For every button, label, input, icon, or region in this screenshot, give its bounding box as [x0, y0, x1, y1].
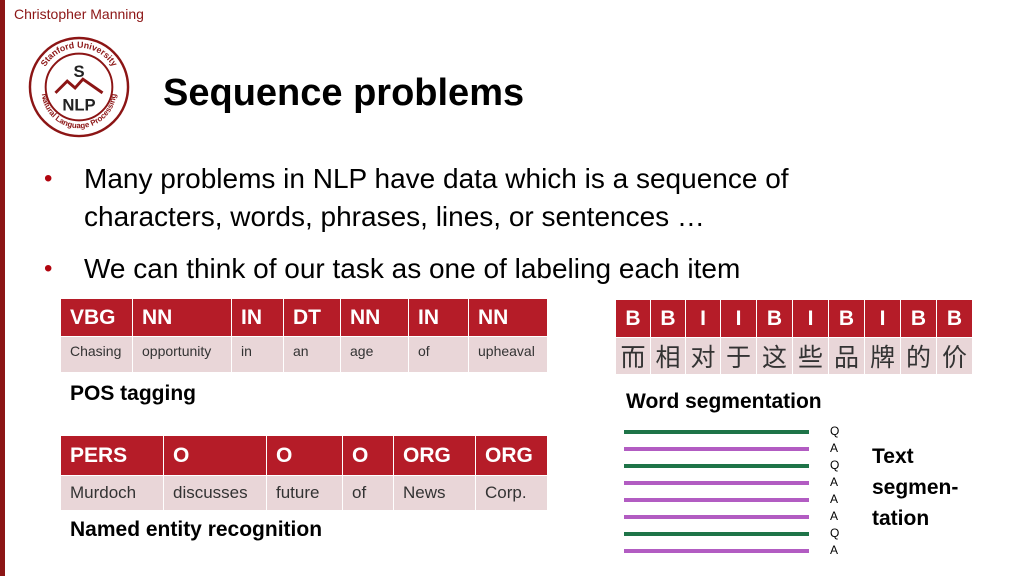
question-line [624, 430, 809, 434]
word-cell: future [266, 475, 343, 511]
word-cell: Chasing [60, 336, 133, 373]
stanford-nlp-logo: Stanford University Natural Language Pro… [28, 36, 130, 138]
word-cell: Corp. [475, 475, 548, 511]
char-cell: 牌 [864, 337, 901, 375]
bullet-text: We can think of our task as one of label… [84, 253, 741, 284]
char-cell: 相 [650, 337, 686, 375]
char-cell: 的 [900, 337, 937, 375]
tag-row: VBG NN IN DT NN IN NN [60, 298, 548, 337]
answer-line [624, 498, 809, 502]
tag-row: B B I I B I B I B B [615, 299, 973, 338]
tag-cell: I [720, 299, 757, 338]
tag-cell: NN [340, 298, 409, 337]
tag-cell: O [163, 435, 267, 476]
pos-tagging-caption: POS tagging [70, 382, 196, 405]
char-cell: 这 [756, 337, 793, 375]
word-cell: of [342, 475, 394, 511]
question-line [624, 464, 809, 468]
tag-cell: B [756, 299, 793, 338]
answer-line [624, 447, 809, 451]
slide-title: Sequence problems [163, 72, 525, 114]
answer-line [624, 515, 809, 519]
word-cell: age [340, 336, 409, 373]
tag-cell: ORG [475, 435, 548, 476]
author-name: Christopher Manning [14, 6, 144, 22]
word-cell: Murdoch [60, 475, 164, 511]
tag-cell: I [792, 299, 829, 338]
bullet-text: Many problems in NLP have data which is … [84, 163, 789, 232]
word-row: Murdoch discusses future of News Corp. [60, 475, 548, 511]
char-cell: 些 [792, 337, 829, 375]
answer-line [624, 481, 809, 485]
caption-line: Text [872, 445, 914, 468]
word-cell: opportunity [132, 336, 232, 373]
caption-line: tation [872, 507, 930, 530]
caption-line: segmen- [872, 476, 959, 499]
word-segmentation-table: B B I I B I B I B B 而 相 对 于 这 些 品 牌 的 价 [615, 299, 973, 375]
qa-label: A [830, 441, 839, 455]
qa-label: A [830, 492, 839, 506]
pos-tagging-table: VBG NN IN DT NN IN NN Chasing opportunit… [60, 298, 548, 373]
bullet-dot-icon: • [44, 165, 53, 192]
ner-caption: Named entity recognition [70, 518, 323, 541]
text-segmentation-caption: Text segmen- tation [872, 441, 958, 534]
tag-cell: O [342, 435, 394, 476]
tag-cell: I [864, 299, 901, 338]
qa-label: Q [830, 458, 840, 472]
tag-cell: I [685, 299, 721, 338]
logo-letter-s: S [73, 62, 84, 81]
tag-cell: O [266, 435, 343, 476]
tag-cell: B [615, 299, 651, 338]
qa-label: Q [830, 526, 840, 540]
char-cell: 于 [720, 337, 757, 375]
tag-row: PERS O O O ORG ORG [60, 435, 548, 476]
bullet-dot-icon: • [44, 255, 53, 282]
word-cell: discusses [163, 475, 267, 511]
logo-letters-nlp: NLP [62, 96, 95, 115]
tag-cell: IN [408, 298, 469, 337]
tag-cell: PERS [60, 435, 164, 476]
tag-cell: B [828, 299, 865, 338]
tag-cell: VBG [60, 298, 133, 337]
word-cell: in [231, 336, 284, 373]
tag-cell: ORG [393, 435, 476, 476]
answer-line [624, 549, 809, 553]
qa-label: Q [830, 424, 840, 438]
word-segmentation-caption: Word segmentation [626, 390, 822, 413]
tag-cell: B [936, 299, 973, 338]
tag-cell: B [650, 299, 686, 338]
tag-cell: NN [468, 298, 548, 337]
word-cell: News [393, 475, 476, 511]
word-cell: upheaval [468, 336, 548, 373]
tag-cell: DT [283, 298, 341, 337]
word-cell: an [283, 336, 341, 373]
char-cell: 对 [685, 337, 721, 375]
left-accent-bar [0, 0, 5, 576]
named-entity-table: PERS O O O ORG ORG Murdoch discusses fut… [60, 435, 548, 511]
qa-label: A [830, 509, 839, 523]
qa-label: A [830, 543, 839, 557]
word-cell: of [408, 336, 469, 373]
tag-cell: NN [132, 298, 232, 337]
tag-cell: B [900, 299, 937, 338]
qa-label: A [830, 475, 839, 489]
char-cell: 价 [936, 337, 973, 375]
word-row: Chasing opportunity in an age of upheava… [60, 336, 548, 373]
char-row: 而 相 对 于 这 些 品 牌 的 价 [615, 337, 973, 375]
tag-cell: IN [231, 298, 284, 337]
char-cell: 而 [615, 337, 651, 375]
question-line [624, 532, 809, 536]
char-cell: 品 [828, 337, 865, 375]
